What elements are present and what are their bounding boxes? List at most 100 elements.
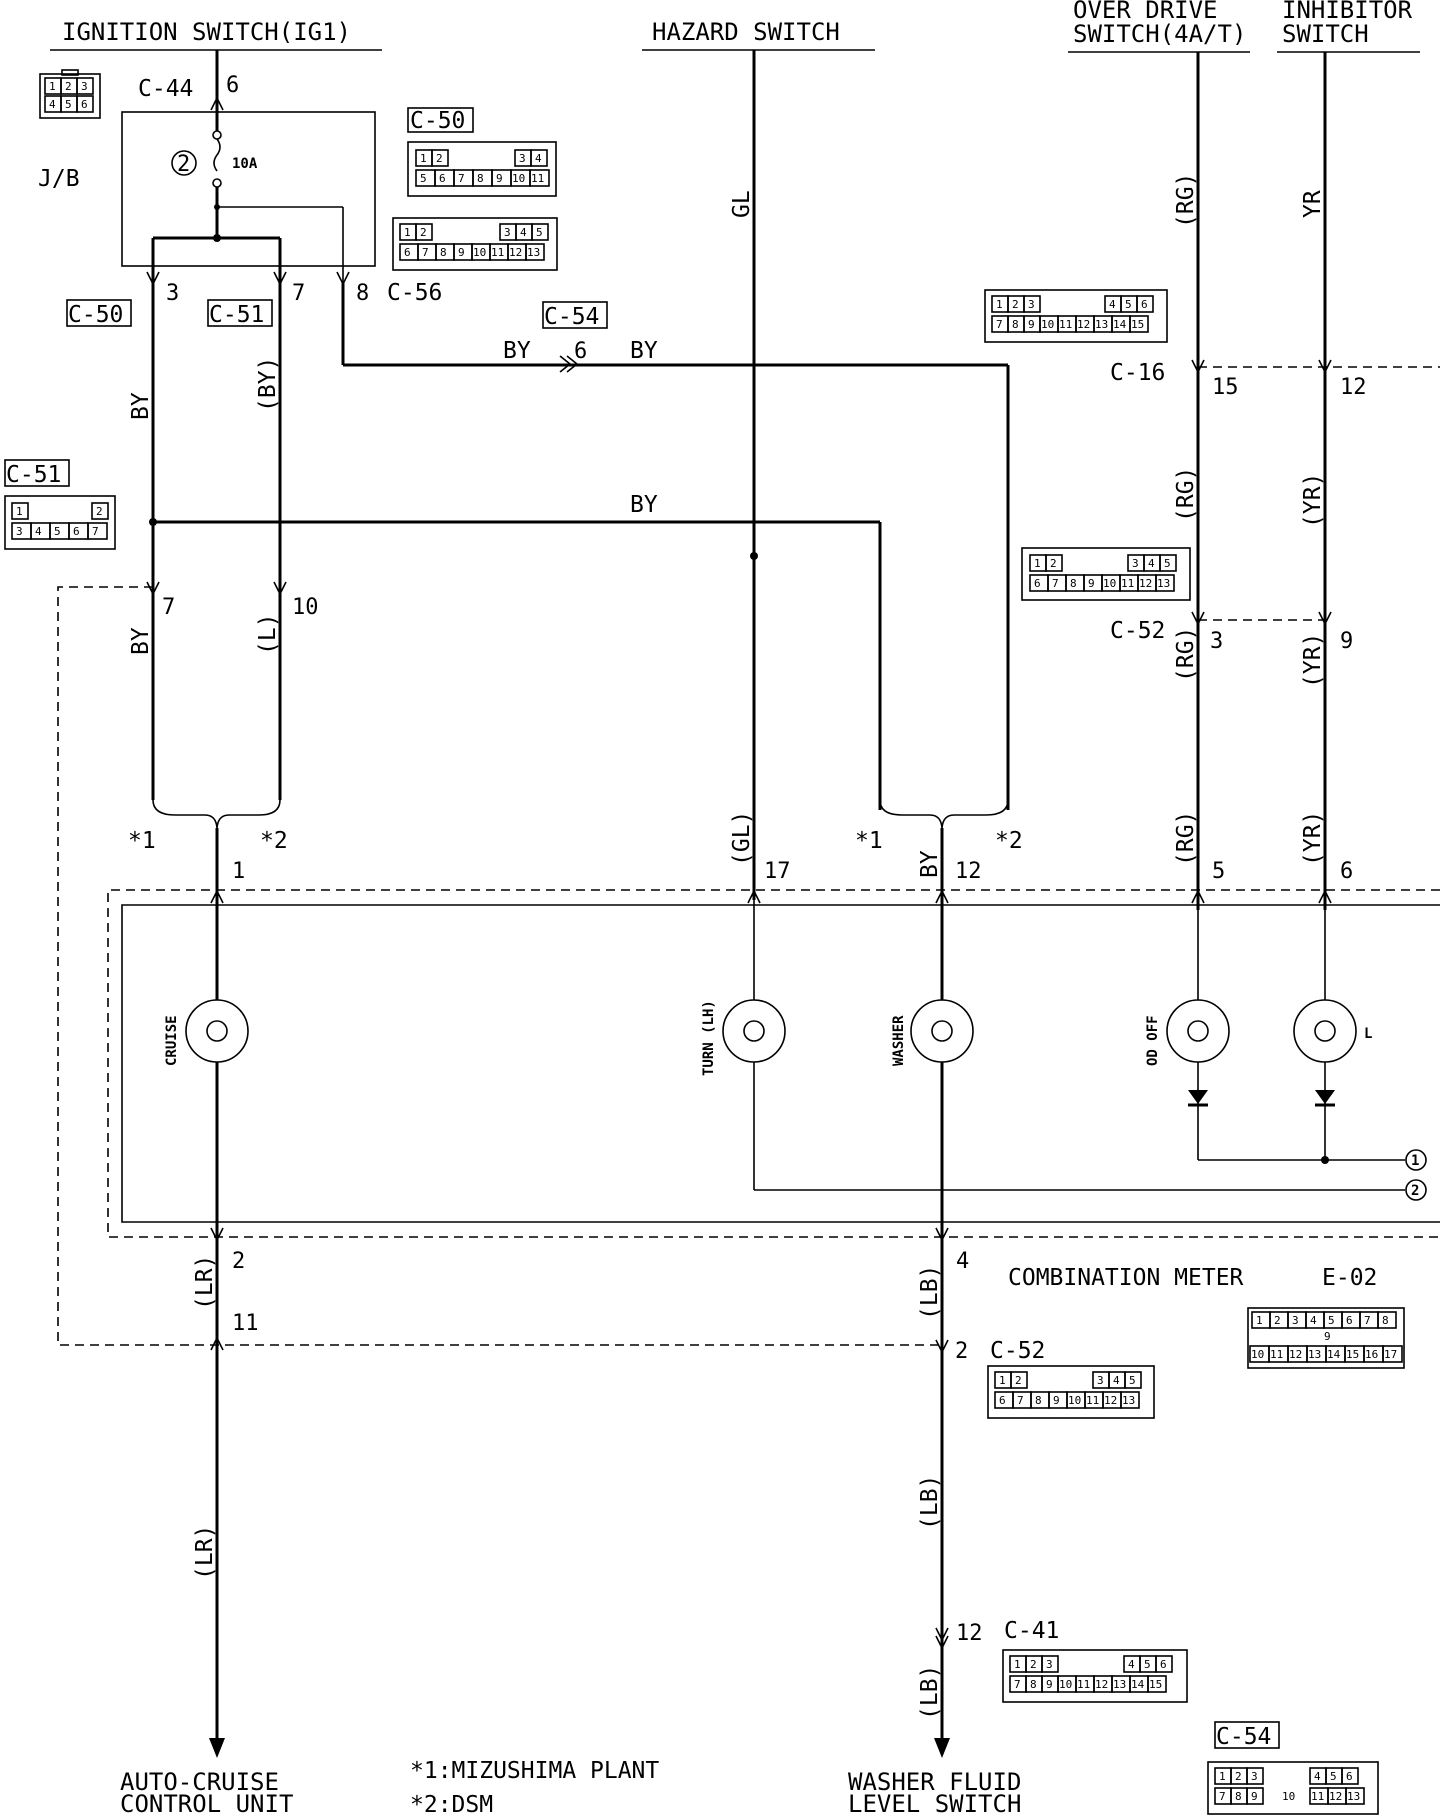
svg-text:5: 5 xyxy=(536,226,543,239)
svg-text:3: 3 xyxy=(16,525,23,538)
svg-text:9: 9 xyxy=(1028,318,1035,331)
svg-text:(GL): (GL) xyxy=(729,811,755,866)
svg-text:COMBINATION METER: COMBINATION METER xyxy=(1008,1265,1244,1291)
svg-text:3: 3 xyxy=(1132,557,1139,570)
svg-text:(RG): (RG) xyxy=(1173,627,1199,682)
svg-text:GL: GL xyxy=(729,190,755,218)
svg-text:14: 14 xyxy=(1327,1348,1341,1361)
header-hazard-switch: HAZARD SWITCH xyxy=(642,18,875,51)
svg-text:HAZARD SWITCH: HAZARD SWITCH xyxy=(652,18,840,46)
svg-text:6: 6 xyxy=(999,1394,1006,1407)
svg-text:8: 8 xyxy=(1235,1790,1242,1803)
svg-text:7: 7 xyxy=(292,281,305,306)
svg-text:5: 5 xyxy=(1144,1658,1151,1671)
svg-text:2: 2 xyxy=(1050,557,1057,570)
svg-text:4: 4 xyxy=(520,226,527,239)
svg-text:SWITCH: SWITCH xyxy=(1282,20,1369,48)
lamp-cruise: CRUISE xyxy=(164,999,249,1066)
svg-text:5: 5 xyxy=(1125,298,1132,311)
header-inhibitor-switch: INHIBITOR SWITCH xyxy=(1277,0,1420,53)
svg-text:(LB): (LB) xyxy=(917,1265,943,1320)
svg-text:OD OFF: OD OFF xyxy=(1145,1015,1161,1066)
svg-text:7: 7 xyxy=(1219,1790,1226,1803)
svg-text:6: 6 xyxy=(1346,1770,1353,1783)
svg-text:7: 7 xyxy=(162,595,175,620)
connector-face-c16: 1 2 3 4 5 6 7 8 9 10 11 12 13 14 15 xyxy=(984,289,1168,343)
svg-text:14: 14 xyxy=(1113,318,1127,331)
svg-text:5: 5 xyxy=(1129,1374,1136,1387)
svg-text:5: 5 xyxy=(54,525,61,538)
wire-by-paren: (BY) (L) xyxy=(255,283,282,800)
combination-meter: COMBINATION METER E-02 xyxy=(107,889,1440,1291)
svg-text:1: 1 xyxy=(232,859,245,884)
svg-text:(LR): (LR) xyxy=(192,1525,218,1580)
svg-text:5: 5 xyxy=(1328,1314,1335,1327)
svg-text:AUTO-CRUISE: AUTO-CRUISE xyxy=(120,1768,279,1796)
svg-text:SWITCH(4A/T): SWITCH(4A/T) xyxy=(1073,20,1246,48)
svg-text:L: L xyxy=(1364,1026,1372,1042)
svg-text:8: 8 xyxy=(356,281,369,306)
svg-text:7: 7 xyxy=(422,246,429,259)
svg-text:12: 12 xyxy=(1329,1790,1342,1803)
svg-text:6: 6 xyxy=(1346,1314,1353,1327)
svg-text:C-50: C-50 xyxy=(68,302,123,328)
svg-text:8: 8 xyxy=(1070,577,1077,590)
svg-text:4: 4 xyxy=(1128,1658,1135,1671)
svg-text:INHIBITOR: INHIBITOR xyxy=(1282,0,1413,24)
label-c51: C-51 xyxy=(207,299,273,328)
svg-text:15: 15 xyxy=(1212,375,1239,400)
connector-c44: C-44 6 xyxy=(138,50,239,112)
svg-text:4: 4 xyxy=(1310,1314,1317,1327)
svg-text:CONTROL UNIT: CONTROL UNIT xyxy=(120,1790,293,1818)
svg-text:C-52: C-52 xyxy=(1110,618,1165,644)
svg-text:10: 10 xyxy=(1059,1678,1072,1691)
svg-text:6: 6 xyxy=(1141,298,1148,311)
svg-text:8: 8 xyxy=(1012,318,1019,331)
svg-text:2: 2 xyxy=(1015,1374,1022,1387)
svg-text:9: 9 xyxy=(458,246,465,259)
svg-text:3: 3 xyxy=(1292,1314,1299,1327)
svg-text:LEVEL SWITCH: LEVEL SWITCH xyxy=(848,1790,1021,1818)
svg-text:11: 11 xyxy=(1077,1678,1090,1691)
header-ignition-switch: IGNITION SWITCH(IG1) xyxy=(50,18,382,51)
footnotes: *1:MIZUSHIMA PLANT *2:DSM xyxy=(410,1758,659,1818)
svg-text:1: 1 xyxy=(1219,1770,1226,1783)
svg-text:BY: BY xyxy=(503,338,531,364)
svg-text:(L): (L) xyxy=(255,613,281,655)
svg-text:J/B: J/B xyxy=(38,166,80,192)
svg-text:4: 4 xyxy=(49,98,56,111)
svg-text:9: 9 xyxy=(496,172,503,185)
svg-text:9: 9 xyxy=(1340,629,1353,654)
svg-text:C-51: C-51 xyxy=(6,462,61,488)
svg-text:3: 3 xyxy=(504,226,511,239)
svg-text:C-16: C-16 xyxy=(1110,360,1165,386)
svg-text:4: 4 xyxy=(1109,298,1116,311)
svg-text:2: 2 xyxy=(177,152,190,177)
svg-text:2: 2 xyxy=(420,226,427,239)
svg-text:1: 1 xyxy=(996,298,1003,311)
destination-washer-switch: WASHER FLUID LEVEL SWITCH xyxy=(848,1768,1021,1818)
svg-text:6: 6 xyxy=(1034,577,1041,590)
svg-text:8: 8 xyxy=(1382,1314,1389,1327)
svg-text:*2:DSM: *2:DSM xyxy=(410,1792,493,1818)
svg-text:17: 17 xyxy=(764,859,791,884)
svg-text:12: 12 xyxy=(1139,577,1152,590)
svg-text:10: 10 xyxy=(1251,1348,1264,1361)
svg-text:14: 14 xyxy=(1131,1678,1145,1691)
svg-text:BY: BY xyxy=(128,627,154,655)
svg-text:WASHER FLUID: WASHER FLUID xyxy=(848,1768,1021,1796)
svg-text:3: 3 xyxy=(1210,629,1223,654)
svg-text:1: 1 xyxy=(1034,557,1041,570)
svg-text:*2: *2 xyxy=(995,828,1023,854)
wire-by-mid: BY xyxy=(149,492,882,810)
svg-text:12: 12 xyxy=(1077,318,1090,331)
svg-text:4: 4 xyxy=(35,525,42,538)
connector-face-c52-top: 1 2 3 4 5 6 7 8 9 10 11 12 13 xyxy=(1021,547,1191,601)
junction-pins: 7 10 xyxy=(146,581,319,620)
junction-block: J/B 2 10A xyxy=(38,100,376,267)
svg-text:8: 8 xyxy=(1035,1394,1042,1407)
svg-text:11: 11 xyxy=(1270,1348,1283,1361)
svg-text:7: 7 xyxy=(1017,1394,1024,1407)
svg-text:3: 3 xyxy=(166,281,179,306)
